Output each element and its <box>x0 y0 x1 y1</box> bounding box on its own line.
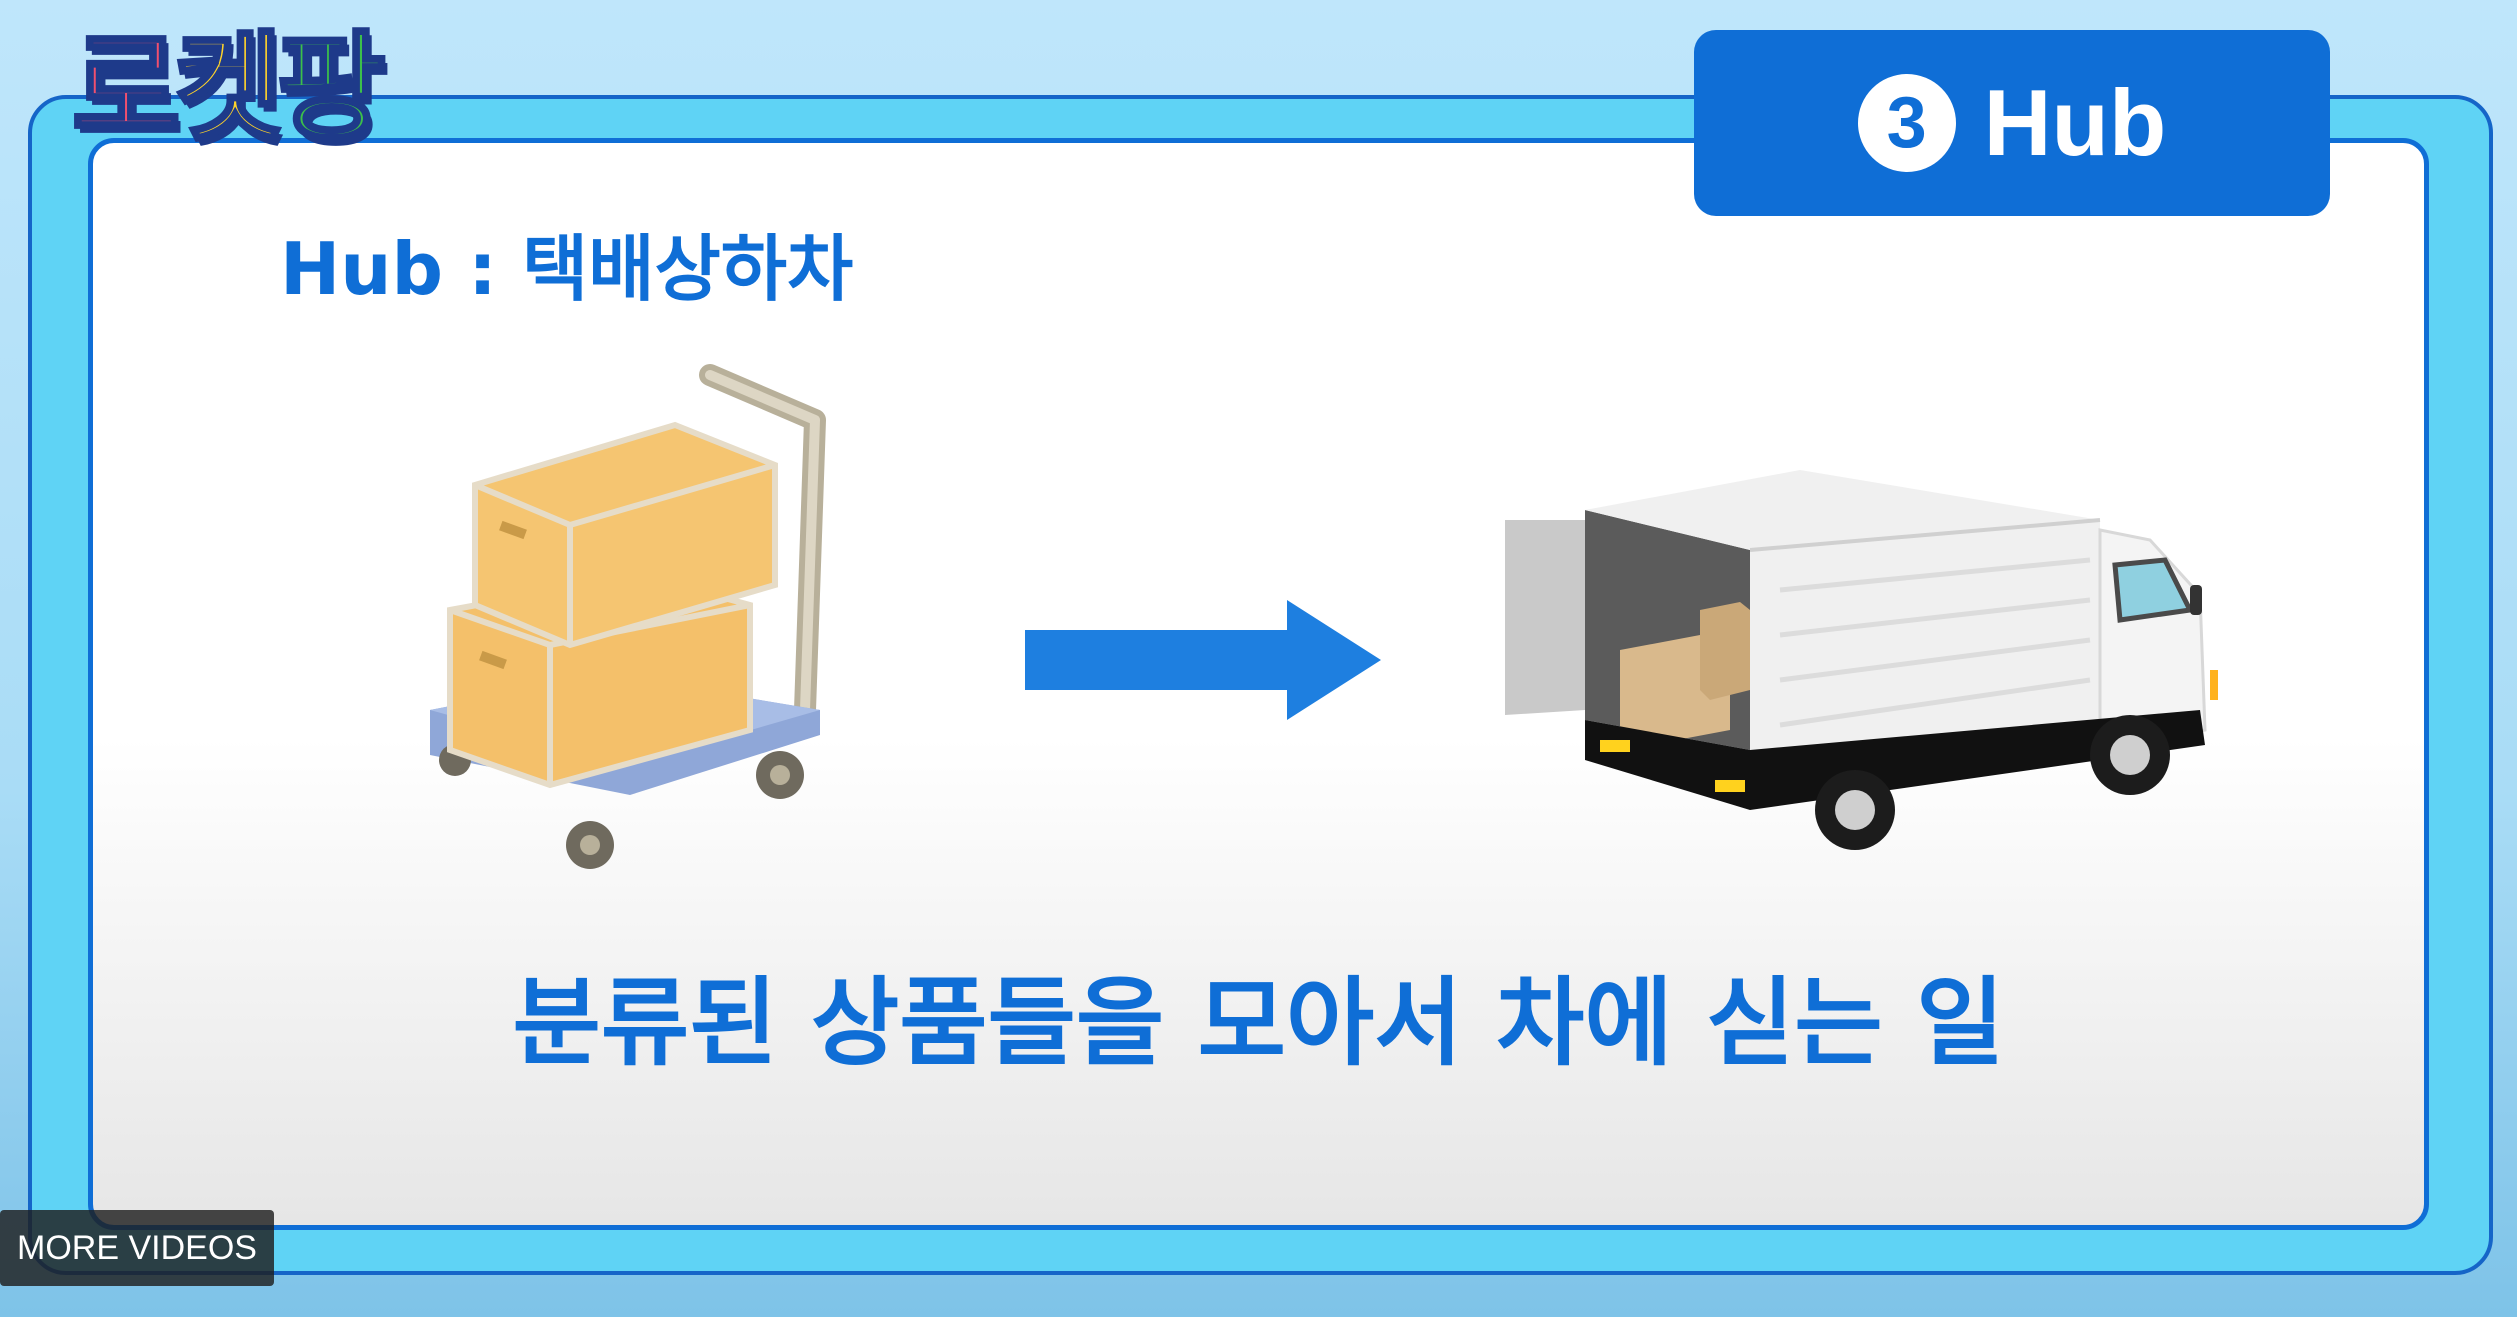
slide-heading: Hub : 택배상하차 <box>280 227 854 311</box>
slide-caption: 분류된 상품들을 모아서 차에 싣는 일 <box>512 967 2005 1079</box>
section-title: Hub <box>1983 70 2167 175</box>
arrow-right-icon <box>1025 600 1381 720</box>
channel-logo: 로켓팡 <box>70 17 388 159</box>
step-number-badge: 3 <box>1857 74 1956 172</box>
more-videos-button[interactable]: MORE VIDEOS <box>0 1210 274 1286</box>
cart-with-boxes-icon <box>430 364 826 869</box>
delivery-truck-icon <box>1505 470 2218 850</box>
section-badge: 3 Hub <box>1694 30 2330 216</box>
